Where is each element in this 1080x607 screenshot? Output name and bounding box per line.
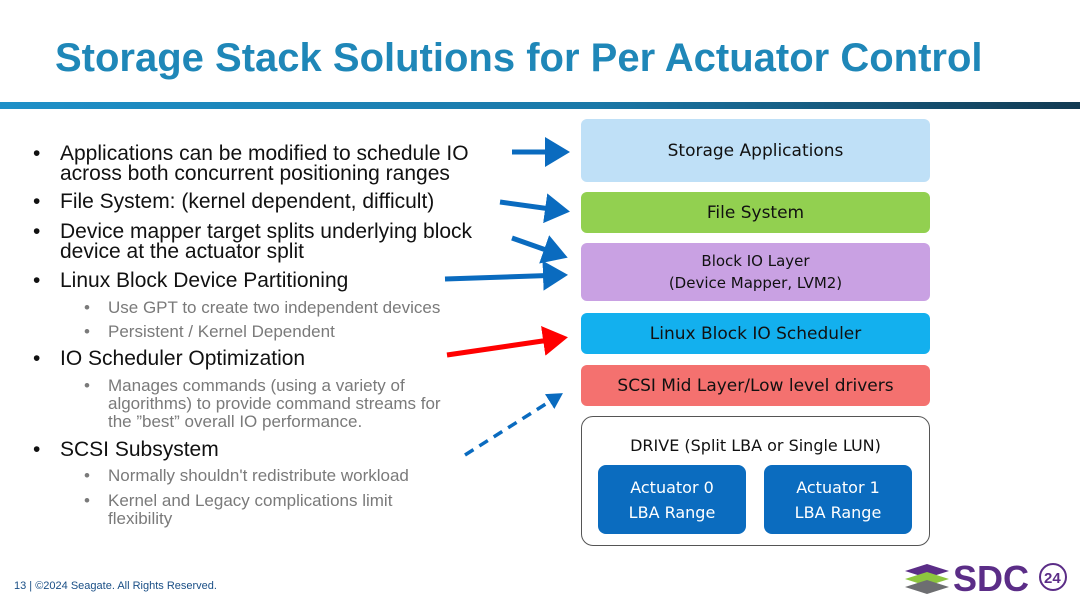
actuator-0-box: Actuator 0 LBA Range [598, 465, 746, 534]
svg-text:SDC: SDC [953, 558, 1029, 599]
drive-box: DRIVE (Split LBA or Single LUN) Actuator… [581, 416, 930, 546]
arrow-scsi-dashed [464, 393, 563, 457]
scsi-mid-layer-box: SCSI Mid Layer/Low level drivers [581, 365, 930, 406]
bullet-file-system: • File System: (kernel dependent, diffic… [33, 190, 435, 213]
sub-bullet-legacy: • Kernel and Legacy complications limit … [84, 491, 393, 528]
bullet-partitioning: • Linux Block Device Partitioning [33, 269, 349, 292]
bullet-applications: • Applications can be modified to schedu… [33, 142, 469, 185]
bullet-device-mapper: • Device mapper target splits underlying… [33, 220, 473, 263]
arrow-file-system [499, 193, 570, 224]
storage-applications-box: Storage Applications [581, 119, 930, 182]
file-system-box: File System [581, 192, 930, 233]
block-io-layer-box: Block IO Layer (Device Mapper, LVM2) [581, 243, 930, 301]
block-io-scheduler-box: Linux Block IO Scheduler [581, 313, 930, 354]
svg-text:24: 24 [1044, 570, 1061, 587]
sub-bullet-manages: • Manages commands (using a variety of a… [84, 376, 441, 431]
footer-copyright: 13 | ©2024 Seagate. All Rights Reserved. [14, 580, 217, 592]
arrow-scheduler [446, 326, 568, 358]
slide-title: Storage Stack Solutions for Per Actuator… [55, 36, 983, 80]
actuator-1-box: Actuator 1 LBA Range [764, 465, 912, 534]
bullet-scheduler: • IO Scheduler Optimization [33, 347, 306, 370]
title-divider [0, 102, 1080, 109]
drive-title: DRIVE (Split LBA or Single LUN) [630, 436, 881, 455]
sub-bullet-workload: • Normally shouldn't redistribute worklo… [84, 466, 409, 485]
sub-bullet-persistent: • Persistent / Kernel Dependent [84, 322, 335, 341]
sub-bullet-gpt: • Use GPT to create two independent devi… [84, 298, 441, 317]
sdc-logo-icon: SDC 24 [905, 558, 1067, 599]
bullet-scsi: • SCSI Subsystem [33, 438, 219, 461]
arrow-partitioning [444, 260, 568, 291]
arrow-device-mapper [511, 235, 568, 264]
